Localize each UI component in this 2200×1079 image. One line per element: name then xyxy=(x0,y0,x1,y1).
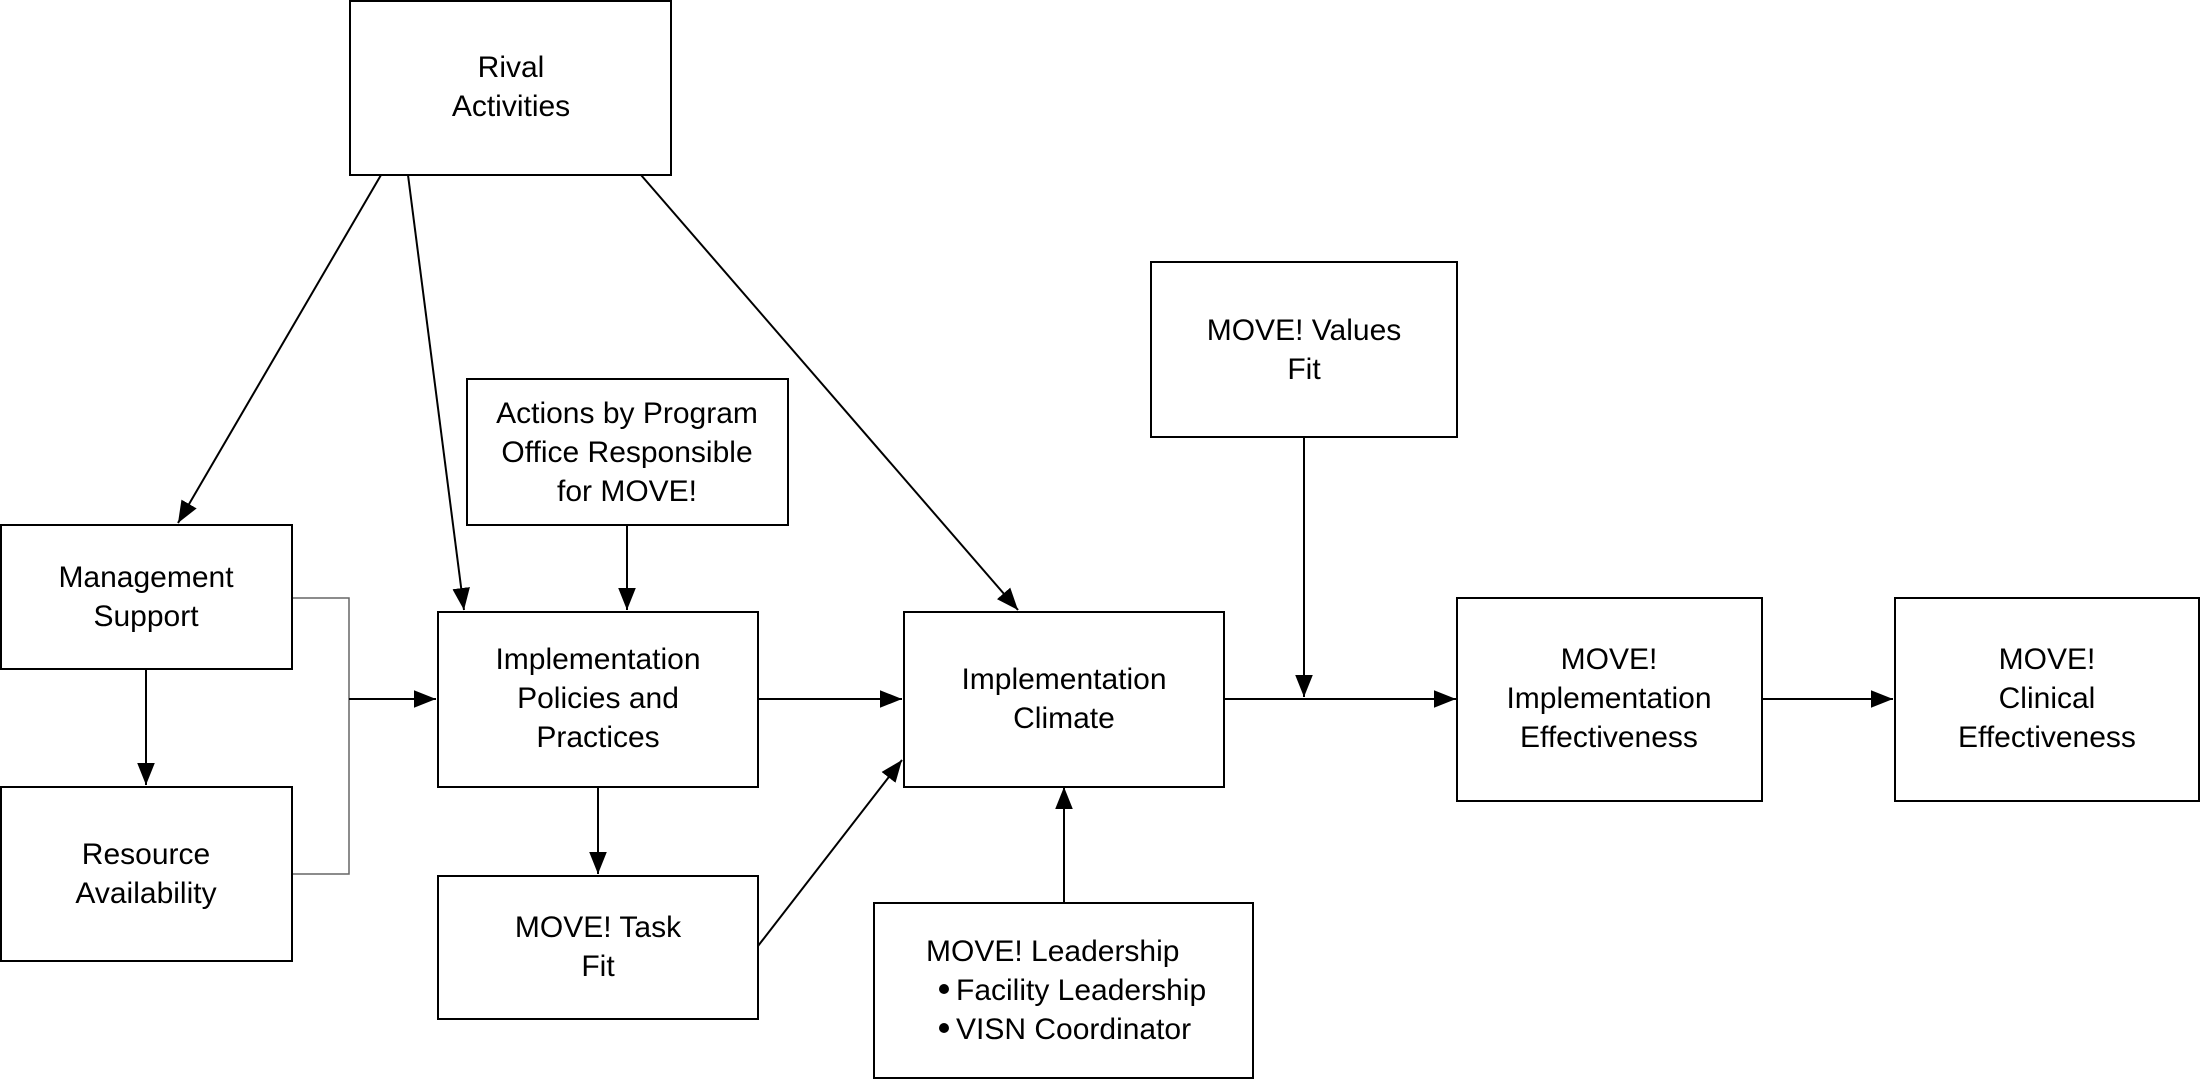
node-label-line: Implementation xyxy=(495,643,700,676)
node-label-line: Availability xyxy=(75,877,216,910)
node-label-line: Implementation xyxy=(961,663,1166,696)
node-label-line: for MOVE! xyxy=(557,475,697,508)
node-move-leadership: MOVE! Leadership Facility Leadership VIS… xyxy=(873,902,1254,1079)
node-label-line: MOVE! xyxy=(1561,643,1658,676)
node-label-line: MOVE! Values xyxy=(1207,314,1402,347)
node-label-line: MOVE! xyxy=(1999,643,2096,676)
edges xyxy=(137,174,1893,947)
node-label-line: Rival xyxy=(478,51,545,84)
edge-rival-to-policies xyxy=(407,174,470,611)
node-label-line: Management xyxy=(58,561,234,594)
leadership-item-visn: VISN Coordinator xyxy=(956,1013,1191,1046)
node-label-line: Support xyxy=(93,600,199,633)
edge-task-to-climate xyxy=(757,759,903,947)
node-move-task-fit: MOVE! Task Fit xyxy=(437,875,759,1020)
node-label-line: Effectiveness xyxy=(1958,721,2136,754)
node-move-values-fit: MOVE! Values Fit xyxy=(1150,261,1458,438)
node-label-line: Resource xyxy=(82,838,210,871)
node-label-line: MOVE! Leadership xyxy=(926,935,1179,968)
node-rival-activities: Rival Activities xyxy=(349,0,672,176)
node-label-line: MOVE! Task xyxy=(515,911,682,944)
leadership-item-facility: Facility Leadership xyxy=(956,974,1206,1007)
bullet-icon xyxy=(939,1023,949,1033)
node-management-support: Management Support xyxy=(0,524,293,670)
node-move-clinical-effectiveness: MOVE! Clinical Effectiveness xyxy=(1894,597,2200,802)
node-implementation-climate: Implementation Climate xyxy=(903,611,1225,788)
edge-rival-to-management xyxy=(177,174,382,524)
node-actions-program-office: Actions by Program Office Responsible fo… xyxy=(466,378,789,526)
node-label-line: Practices xyxy=(536,721,659,754)
edge-rival-to-climate xyxy=(640,174,1019,611)
node-label-line: Fit xyxy=(581,950,615,983)
node-label-line: Activities xyxy=(452,90,570,123)
edge-bracket-management-resource xyxy=(292,597,350,875)
node-resource-availability: Resource Availability xyxy=(0,786,293,962)
bullet-icon xyxy=(939,984,949,994)
node-move-implementation-effectiveness: MOVE! Implementation Effectiveness xyxy=(1456,597,1763,802)
node-label-line: Actions by Program xyxy=(496,397,758,430)
node-implementation-policies-practices: Implementation Policies and Practices xyxy=(437,611,759,788)
node-label-line: Effectiveness xyxy=(1520,721,1698,754)
node-label-line: Office Responsible xyxy=(501,436,752,469)
node-label-line: Fit xyxy=(1287,353,1321,386)
node-label-line: Climate xyxy=(1013,702,1115,735)
node-label-line: Policies and xyxy=(517,682,679,715)
node-label-line: Implementation xyxy=(1506,682,1711,715)
node-label-line: Clinical xyxy=(1999,682,2096,715)
